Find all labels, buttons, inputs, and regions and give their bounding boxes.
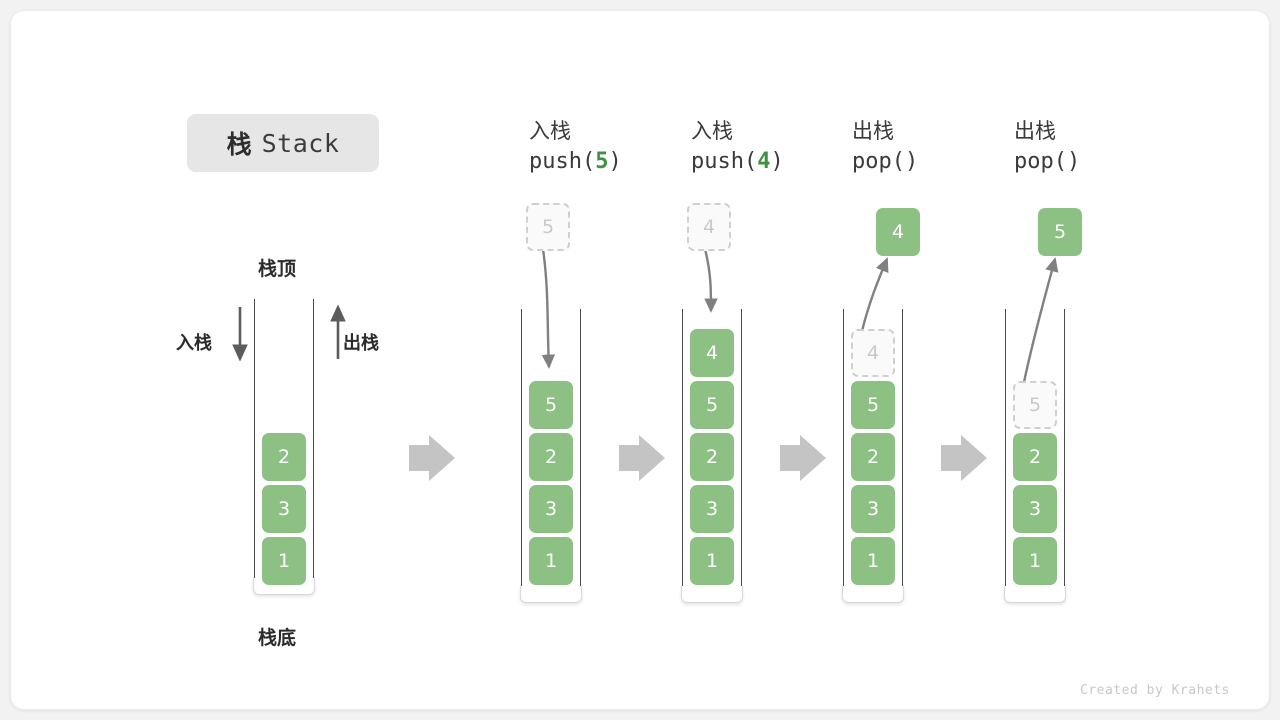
step-operation-label: 入栈 <box>691 119 733 143</box>
incoming-element: 4 <box>687 203 731 251</box>
stack-floor-mask <box>683 585 741 593</box>
popped-element: 4 <box>876 208 920 256</box>
stack-element: 3 <box>690 485 734 533</box>
diagram-title-badge: 栈 Stack <box>187 114 379 172</box>
stack-element: 3 <box>262 485 306 533</box>
stack-element: 3 <box>1013 485 1057 533</box>
flow-arrow-2 <box>780 435 826 481</box>
step-operation-code: pop() <box>1014 149 1081 174</box>
stack-element: 5 <box>529 381 573 429</box>
stack-container-step-4 <box>1004 309 1066 603</box>
flow-arrow-0 <box>409 435 455 481</box>
stack-wall-left <box>843 309 844 589</box>
stack-element: 5 <box>690 381 734 429</box>
push-curve-1 <box>703 248 718 313</box>
stack-floor-mask <box>1006 585 1064 593</box>
stack-element: 2 <box>262 433 306 481</box>
step-header-3: 出栈 pop() <box>852 116 918 178</box>
stack-wall-left <box>254 299 255 579</box>
stack-container-step-1 <box>520 309 582 603</box>
title-latin: Stack <box>261 128 340 158</box>
push-direction-label: 入栈 <box>176 333 212 354</box>
stack-floor-mask <box>844 585 902 593</box>
stack-element: 2 <box>851 433 895 481</box>
stack-element-ghost: 4 <box>851 329 895 377</box>
stack-element: 4 <box>690 329 734 377</box>
stack-container-step-3 <box>842 309 904 603</box>
step-operation-label: 出栈 <box>852 119 894 143</box>
stack-wall-right <box>313 299 314 579</box>
stack-element: 1 <box>1013 537 1057 585</box>
stack-element: 1 <box>851 537 895 585</box>
stack-wall-left <box>682 309 683 589</box>
stack-container-step-2 <box>681 309 743 603</box>
stack-element: 2 <box>1013 433 1057 481</box>
step-operation-label: 入栈 <box>529 119 571 143</box>
stack-element: 2 <box>529 433 573 481</box>
step-header-4: 出栈 pop() <box>1014 116 1080 178</box>
stack-wall-left <box>1005 309 1006 589</box>
stack-floor-mask <box>522 585 580 593</box>
stack-top-label: 栈顶 <box>258 258 297 280</box>
flow-arrow-1 <box>619 435 665 481</box>
flow-arrow-3 <box>941 435 987 481</box>
stack-element: 3 <box>529 485 573 533</box>
stack-bottom-label: 栈底 <box>258 627 297 649</box>
diagram-card: 栈 Stack 栈顶 栈底 入栈 出栈 入栈 push(5) 入栈 push(4) 出栈… <box>10 10 1270 710</box>
stack-element: 1 <box>690 537 734 585</box>
diagram-stage: 栈 Stack 栈顶 栈底 入栈 出栈 入栈 push(5) 入栈 push(4) 出栈… <box>11 11 1269 709</box>
stack-element: 5 <box>851 381 895 429</box>
title-cjk: 栈 <box>226 130 253 159</box>
stack-element: 3 <box>851 485 895 533</box>
stack-wall-right <box>902 309 903 589</box>
step-operation-code: push(4) <box>691 149 784 174</box>
step-operation-argument: 4 <box>757 149 771 174</box>
incoming-element: 5 <box>526 203 570 251</box>
stack-wall-right <box>1064 309 1065 589</box>
stack-wall-right <box>580 309 581 589</box>
step-operation-code: push(5) <box>529 149 622 174</box>
step-operation-label: 出栈 <box>1014 119 1056 143</box>
stack-wall-right <box>741 309 742 589</box>
stack-element: 1 <box>529 537 573 585</box>
stack-element: 2 <box>690 433 734 481</box>
stack-element: 1 <box>262 537 306 585</box>
step-header-1: 入栈 push(5) <box>529 116 622 178</box>
step-operation-code: pop() <box>852 149 919 174</box>
pop-direction-label: 出栈 <box>343 333 379 354</box>
footer-credit: Created by Krahets <box>1080 683 1230 698</box>
stack-element-ghost: 5 <box>1013 381 1057 429</box>
step-operation-argument: 5 <box>595 149 609 174</box>
step-header-2: 入栈 push(4) <box>691 116 784 178</box>
stack-wall-left <box>521 309 522 589</box>
popped-element: 5 <box>1038 208 1082 256</box>
